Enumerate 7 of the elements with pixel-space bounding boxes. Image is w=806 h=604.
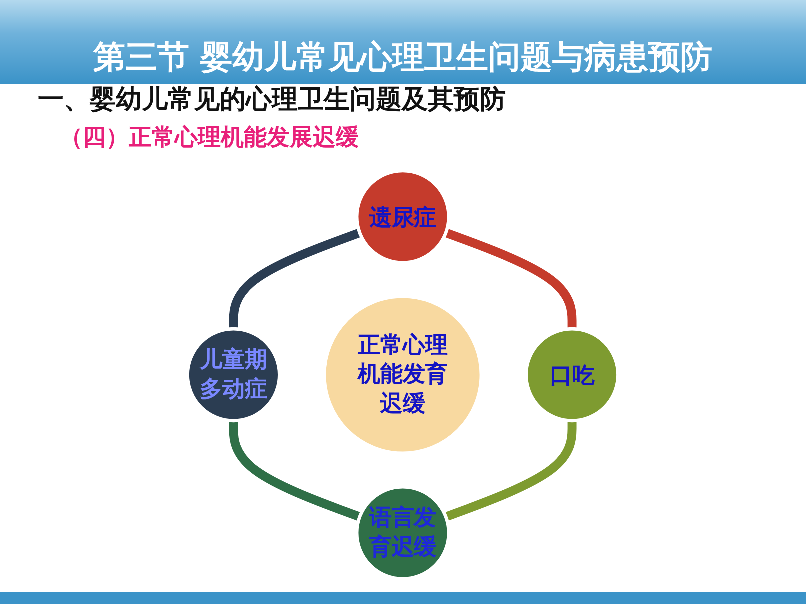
section-heading: 一、婴幼儿常见的心理卫生问题及其预防: [38, 84, 506, 117]
connector-arc: [444, 420, 577, 522]
connector-arc: [229, 228, 362, 330]
slide-title: 第三节 婴幼儿常见心理卫生问题与病患预防: [92, 37, 714, 78]
subsection-heading: （四）正常心理机能发展迟缓: [60, 124, 359, 153]
connector-arc: [229, 420, 362, 522]
connector-arc: [444, 228, 577, 330]
